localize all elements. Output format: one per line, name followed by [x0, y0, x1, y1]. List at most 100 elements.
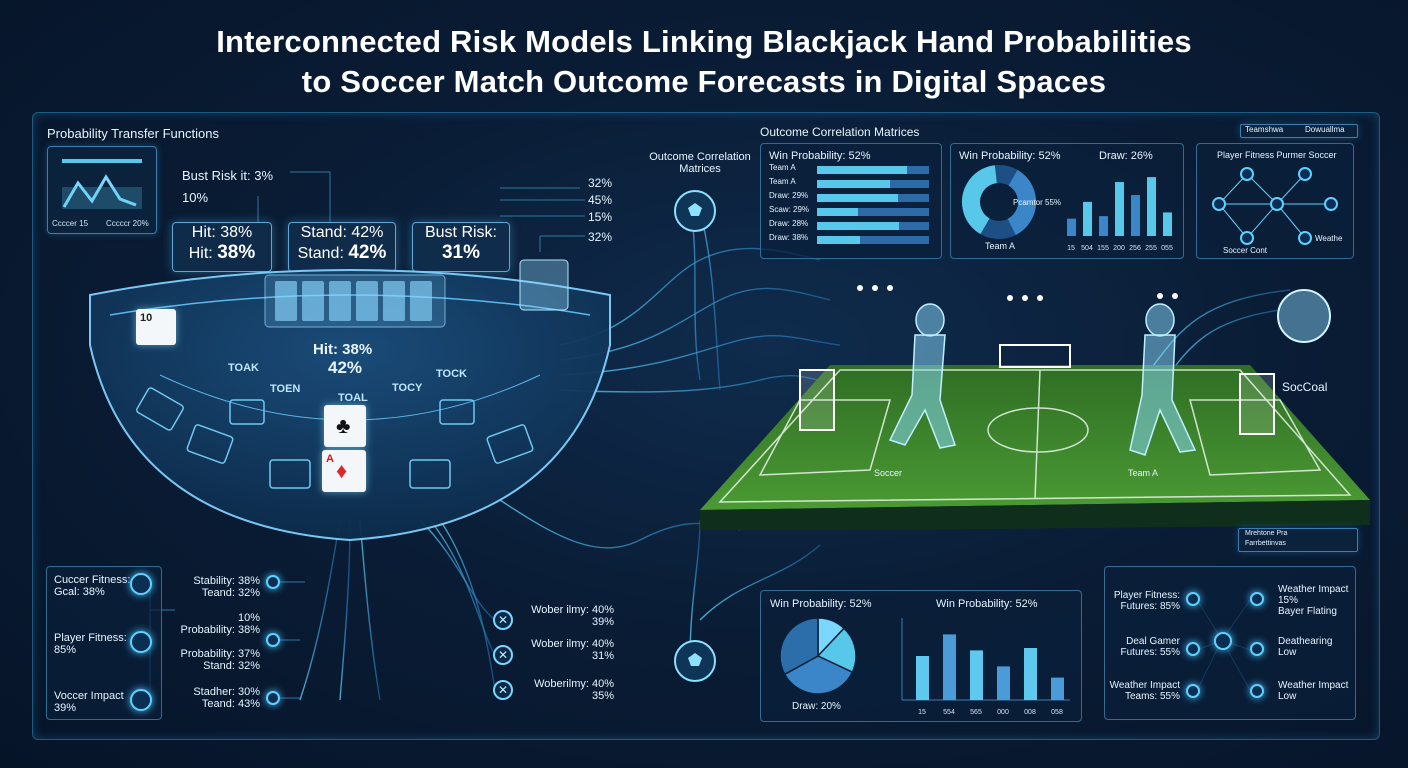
donut-side-tick: 055 [1161, 245, 1173, 252]
bl-pair-2-line2: Probability: 38% [180, 624, 261, 636]
br-right-2-line1: Deathearing [1278, 636, 1333, 647]
output-x-icon-2: ✕ [493, 645, 513, 665]
page-title: Interconnected Risk Models Linking Black… [0, 22, 1408, 102]
hbar-label: Draw: 38% [769, 233, 809, 242]
clubs-icon: ♣ [336, 413, 351, 438]
bl-output-1-line1: Wober ilmy: 40% [531, 604, 614, 616]
pie-chart [779, 617, 857, 695]
hbar-label: Draw: 28% [769, 219, 809, 228]
left-goal [799, 369, 835, 431]
br-right-3: Weather Impact Low [1278, 680, 1348, 702]
bl-pair-4-line1: Stadher: 30% [193, 686, 260, 698]
pitch-center-circle [987, 407, 1089, 453]
bl-pair-2: 10% Probability: 38% [180, 612, 261, 636]
hbar [817, 208, 859, 216]
mini-chart-panel: Ccccer 15 Cccccr 20% [47, 146, 157, 234]
br-node-r2 [1250, 642, 1264, 656]
legend-small: Mrehtone Pra Farrbettinvas [1238, 528, 1358, 552]
br-left-3-line1: Weather Impact [1109, 680, 1180, 691]
card-ace-rank: A [326, 453, 334, 465]
bl-item-1-line2: Gcal: 38% [54, 586, 105, 598]
pitch-label-right: Team A [1128, 468, 1159, 478]
side-value-3: 15% [588, 210, 613, 224]
br-right-3-line1: Weather Impact [1278, 680, 1349, 691]
br-node-r1 [1250, 592, 1264, 606]
pie-label: Draw: 20% [792, 701, 841, 712]
bl-output-1-line2: 39% [591, 616, 614, 628]
bottom-bar [943, 634, 956, 700]
network-node-6 [1298, 231, 1312, 245]
bl-output-2: Wober ilmy: 40% 31% [530, 638, 614, 662]
network-node-5 [1298, 167, 1312, 181]
stand-box-line1: Stand: 42% [300, 224, 384, 241]
right-goal [1239, 373, 1275, 435]
pitch-side-label: SocCoal [1282, 380, 1328, 394]
bars-panel-title: Win Probability: 52% [769, 150, 871, 162]
pitch-label-left: Soccer [874, 468, 903, 478]
tab-dowuallma[interactable]: Dowuallma [1305, 125, 1345, 134]
table-word-1: TOAK [228, 362, 259, 374]
bottom-bar [970, 650, 983, 700]
pitch-outline [718, 369, 1352, 503]
donut-side-tick: 155 [1097, 245, 1109, 252]
hbar [817, 180, 890, 188]
br-left-2-line2: Futures: 55% [1120, 647, 1180, 658]
playing-card-clubs: ♣ [324, 405, 366, 447]
donut-side-tick: 256 [1129, 245, 1141, 252]
bottom-bar-tick: 554 [943, 709, 955, 716]
ten-percent-label: 10% [182, 190, 209, 205]
hbar-label: Draw: 29% [769, 191, 809, 200]
table-hit-label: Hit: 38% [313, 341, 373, 358]
bl-pair-4-line2: Teand: 43% [201, 698, 260, 710]
donut-side-bar [1099, 216, 1108, 236]
bl-output-3: Woberilmy: 40% 35% [530, 678, 614, 702]
hbar [817, 194, 898, 202]
bottom-bar-tick: 008 [1024, 709, 1036, 716]
donut-panel: Win Probability: 52% Draw: 26% Pcamtor 5… [950, 143, 1184, 259]
network-node-label-1: Soccer Cont [1223, 246, 1268, 255]
bl-pair-2-line1: 10% [237, 612, 260, 624]
bl-pair-node-1 [266, 575, 280, 589]
table-word-5: TOCK [436, 368, 467, 380]
table-42-label: 42% [328, 358, 363, 377]
bust-box-line1: Bust Risk: [424, 224, 497, 241]
donut-side-tick: 255 [1145, 245, 1157, 252]
bl-item-2-line2: 85% [54, 644, 77, 656]
hbar-label: Team A [769, 177, 796, 186]
pitch-grass [700, 365, 1370, 510]
stand-box-value: 42% [348, 242, 387, 263]
tab-teamshwa[interactable]: Teamshwa [1245, 125, 1284, 134]
hit-box-line1: Hit: 38% [191, 224, 253, 241]
network-node-4 [1270, 197, 1284, 211]
donut-panel-title: Win Probability: 52% [959, 150, 1061, 162]
title-line-1: Interconnected Risk Models Linking Black… [216, 24, 1192, 59]
donut-side-bar [1131, 195, 1140, 236]
hbar-track [817, 208, 929, 216]
bottom-bar-tick: 565 [970, 709, 982, 716]
bl-item-1-line1: Cuccer Fitness: [54, 574, 131, 586]
network-node-3 [1240, 231, 1254, 245]
soccer-ball-icon-top [674, 190, 716, 232]
network-graph [1212, 167, 1338, 245]
bottom-bar-tick: 15 [918, 709, 926, 716]
table-word-4: TOCY [392, 382, 423, 394]
bar-title: Win Probability: 52% [936, 598, 1038, 610]
network-node-7 [1324, 197, 1338, 211]
player-2-body [1129, 334, 1197, 456]
card-ten-rank: 10 [140, 312, 153, 324]
playing-card-ace: A ♦ [322, 450, 366, 492]
card-slot-7 [439, 399, 475, 425]
donut-side-bar [1083, 201, 1092, 236]
br-left-1: Player Fitness: Futures: 85% [1112, 590, 1180, 612]
card-slot-1 [136, 387, 184, 431]
hit-probability-box: Hit: 38% Hit: 38% [172, 222, 272, 272]
bl-output-2-line2: 31% [591, 650, 614, 662]
pitch-right-box [1189, 399, 1322, 476]
soccer-ball-icon-bottom [674, 640, 716, 682]
bottom-bar-tick: 058 [1051, 709, 1063, 716]
br-node-l1 [1186, 592, 1200, 606]
bl-pair-3-line2: Stand: 32% [203, 660, 260, 672]
donut-team-label: Team A [985, 241, 1016, 251]
